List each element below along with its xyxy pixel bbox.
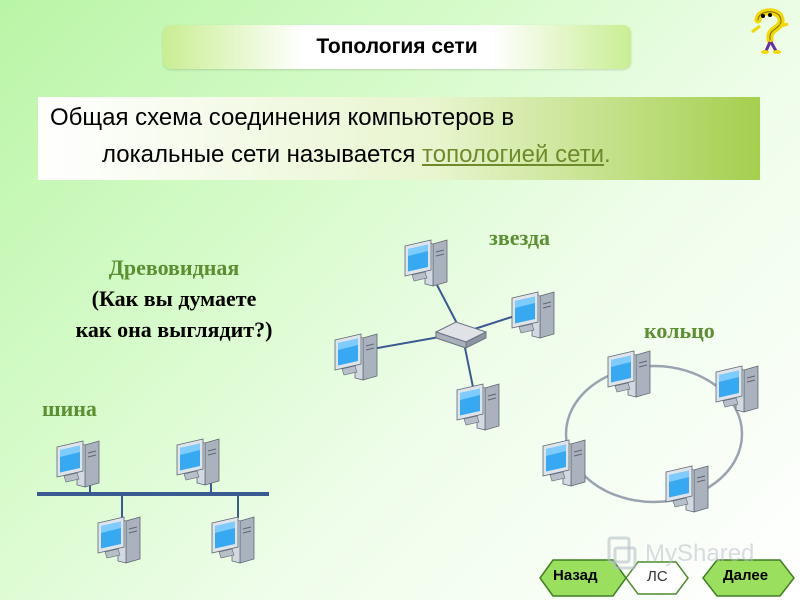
watermark-logo-icon: MyShared: [607, 536, 754, 570]
tree-question-line-2: как она выглядит?): [75, 317, 273, 342]
home-button-label[interactable]: ЛС: [647, 568, 668, 585]
tree-topology-block: Древовидная (Как вы думаете как она выгл…: [42, 252, 306, 345]
next-button-shape[interactable]: [702, 559, 795, 597]
star-topology: [334, 239, 555, 431]
star-computer-icon-4: [456, 383, 500, 431]
ring-computer-icon-4: [665, 465, 709, 513]
nav-arrows: [539, 559, 795, 597]
bus-computer-icon-3: [97, 516, 141, 564]
bus-label: шина: [42, 396, 97, 421]
star-label: звезда: [489, 225, 551, 250]
bus-computer-icon-1: [56, 440, 100, 488]
topology-term-link[interactable]: топологией сети: [422, 141, 605, 168]
definition-period: .: [604, 141, 611, 168]
next-button-label[interactable]: Далее: [723, 567, 769, 584]
definition-line-2-prefix: локальные сети называется: [102, 141, 422, 168]
definition-line-2: локальные сети называется топологией сет…: [102, 138, 611, 171]
ring-computer-icon-3: [542, 439, 586, 487]
star-computer-icon-2: [511, 291, 555, 339]
watermark: MyShared: [605, 534, 795, 579]
definition-box: Общая схема соединения компьютеров в лок…: [38, 97, 760, 180]
slide-title: Топология сети: [316, 35, 478, 58]
ring-label: кольцо: [644, 318, 715, 343]
bus-computer-icon-2: [176, 438, 220, 486]
question-mascot-icon: [748, 6, 794, 61]
tree-topology-title: Древовидная: [108, 255, 240, 280]
network-hub-icon: [434, 321, 488, 349]
ring-computer-icon-2: [715, 365, 759, 413]
watermark-text: MyShared: [645, 540, 754, 567]
bus-computer-icon-4: [211, 516, 255, 564]
star-computer-icon-1: [404, 239, 448, 287]
ring-topology: [542, 350, 759, 513]
back-button-shape[interactable]: [539, 559, 627, 597]
slide-title-bar: Топология сети: [163, 25, 631, 69]
ring-computer-icon-1: [607, 350, 651, 398]
tree-question-line-1: (Как вы думаете: [91, 286, 257, 311]
star-computer-icon-3: [334, 333, 378, 381]
definition-line-1: Общая схема соединения компьютеров в: [50, 104, 515, 131]
bus-topology: [37, 438, 269, 564]
back-button-label[interactable]: Назад: [553, 567, 598, 584]
